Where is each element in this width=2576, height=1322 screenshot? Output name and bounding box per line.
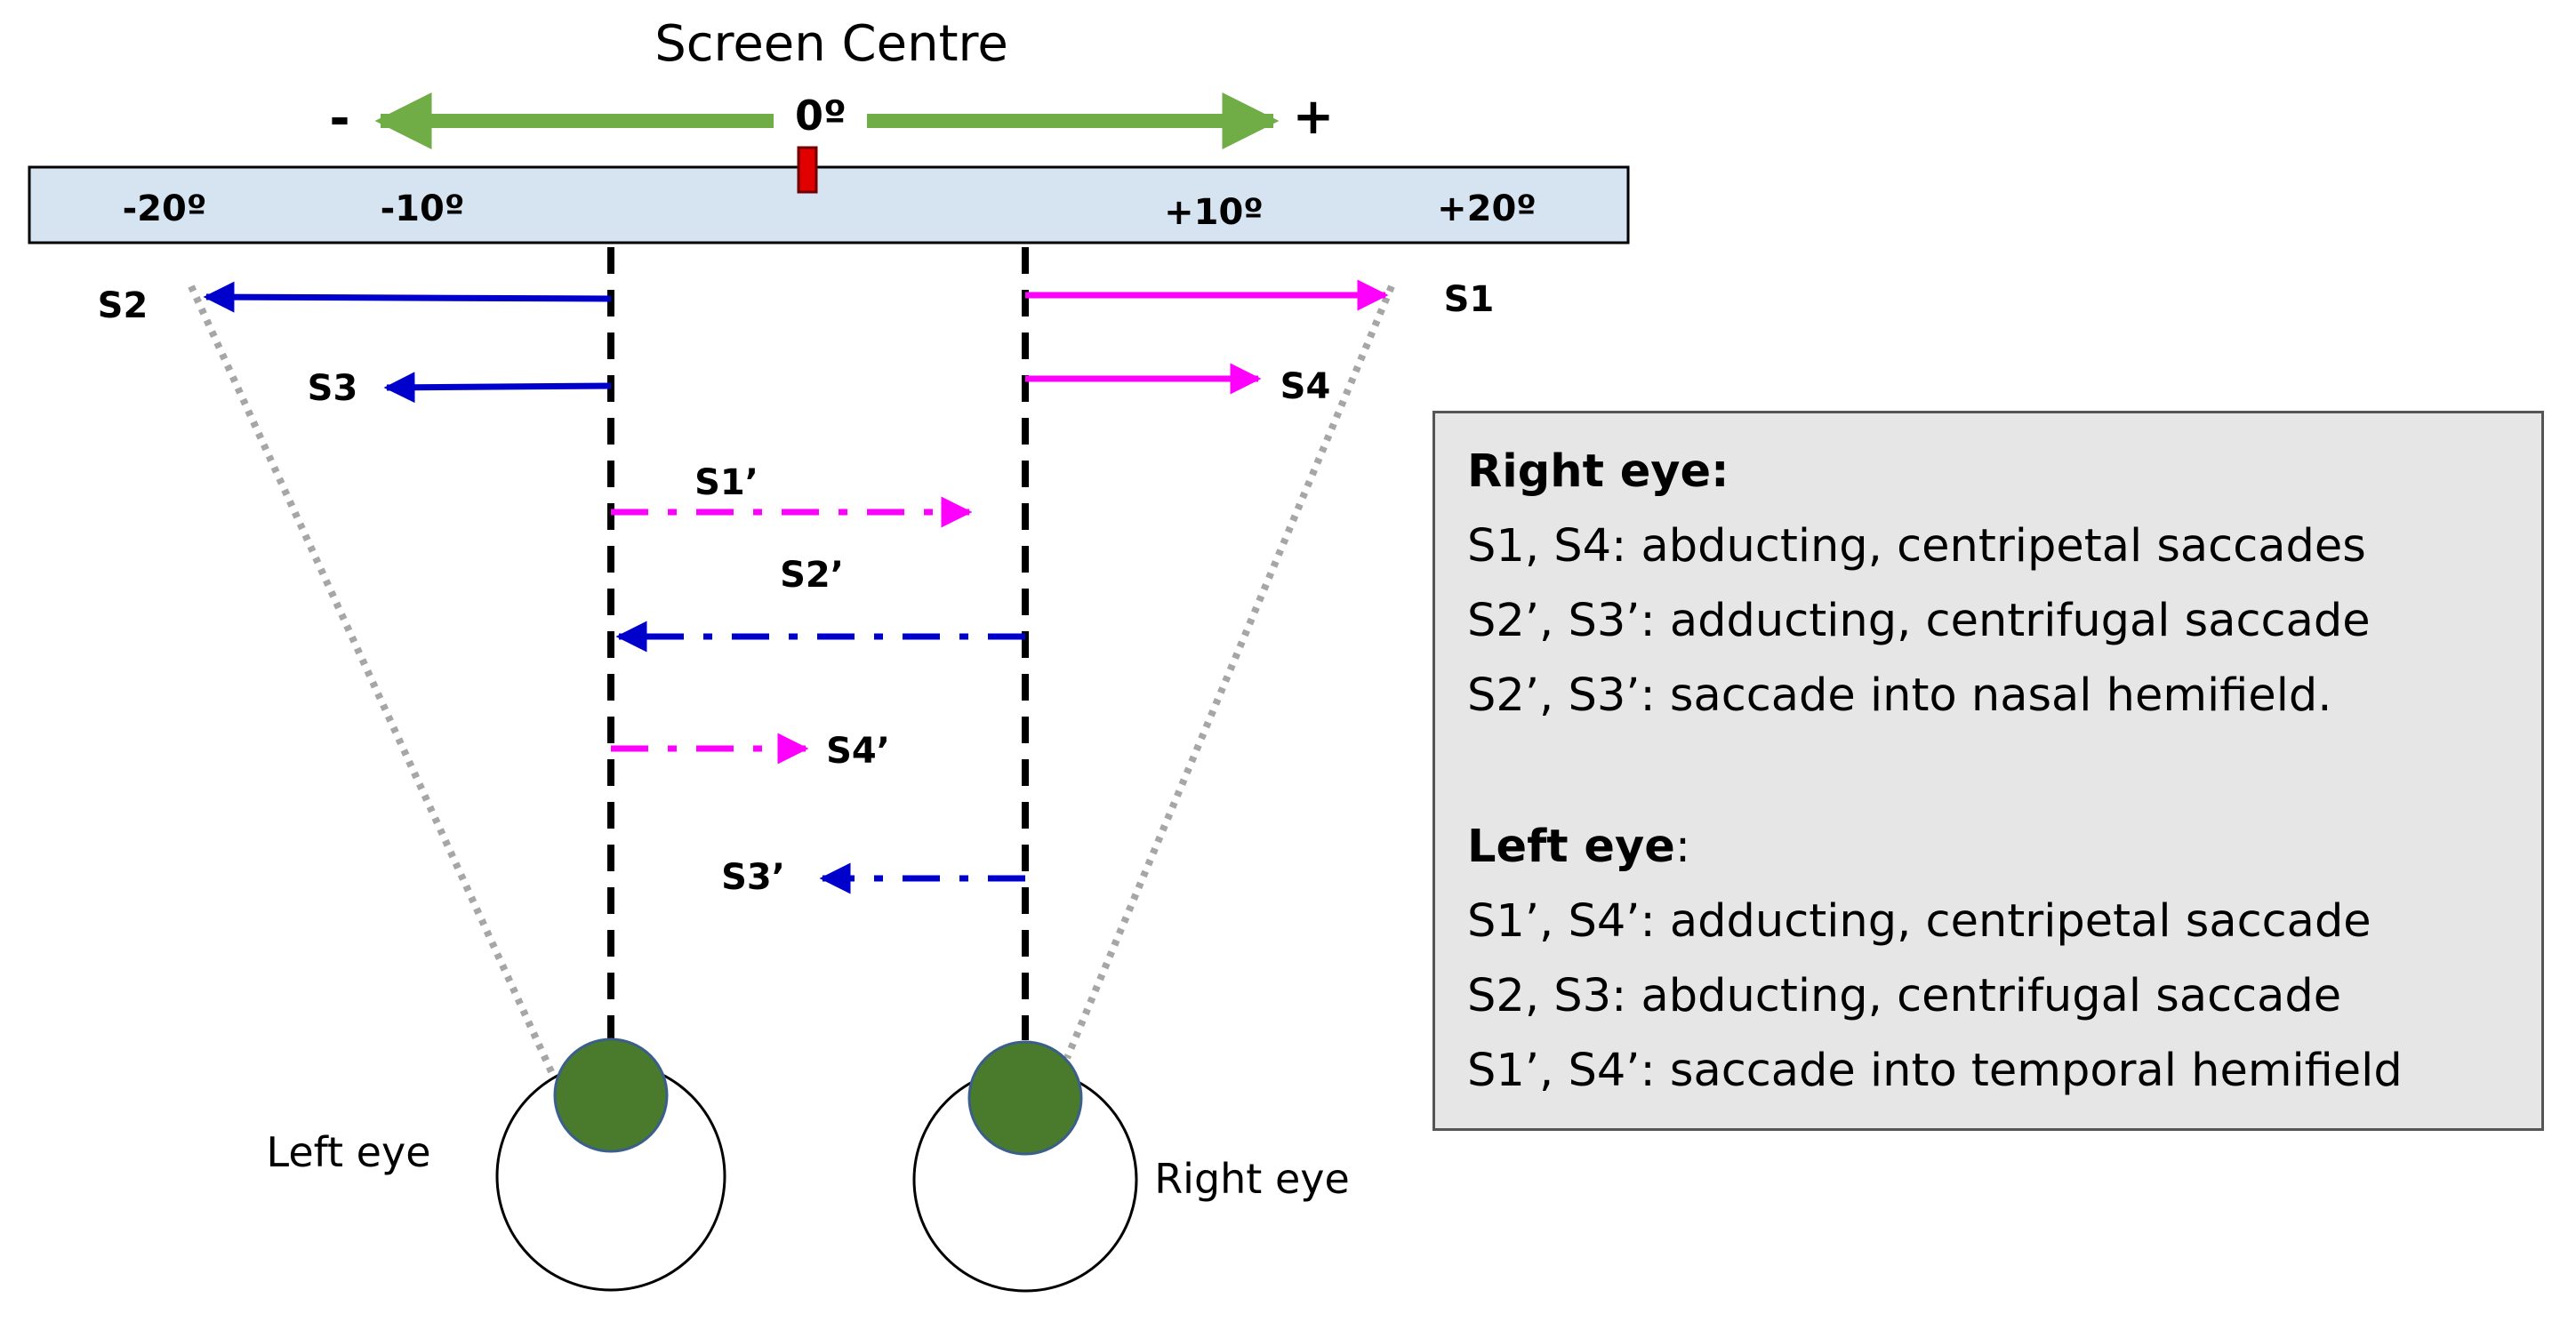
saccade-s2p-label: S2’	[780, 555, 844, 596]
left-eye-line-1: S1’, S4’: adducting, centripetal saccade	[1467, 895, 2371, 948]
right-eye-line-3: S2’, S3’: saccade into nasal hemifield.	[1467, 669, 2332, 722]
right-eye-heading: Right eye:	[1467, 445, 1729, 498]
right-field-boundary	[1063, 284, 1395, 1060]
right-eye-line-2: S2’, S3’: adducting, centrifugal saccade	[1467, 595, 2371, 647]
right-eye-line-1: S1, S4: abducting, centripetal saccades	[1467, 520, 2366, 573]
tick-label-neg10: -10º	[381, 188, 465, 229]
saccade-s3-label: S3	[308, 368, 358, 409]
left-eye-heading: Left eye	[1467, 821, 1675, 873]
screen-centre-title: Screen Centre	[654, 15, 1008, 73]
saccade-s3p-label: S3’	[721, 857, 785, 898]
left-pupil	[553, 1038, 669, 1153]
saccade-s3-arrow	[383, 372, 612, 404]
centre-marker	[797, 146, 818, 194]
right-pupil	[967, 1040, 1083, 1156]
left-eye-label: Left eye	[267, 1128, 431, 1176]
tick-label-pos20: +20º	[1437, 188, 1537, 229]
minus-sign: -	[329, 90, 349, 148]
screen-bar	[28, 165, 1630, 244]
left-field-boundary	[188, 284, 558, 1079]
left-eye-heading-colon: :	[1674, 821, 1691, 873]
saccade-s2-arrow	[203, 281, 612, 313]
saccade-s4-label: S4	[1280, 366, 1331, 407]
tick-label-pos10: +10º	[1164, 192, 1264, 233]
zero-degree-label: 0º	[795, 92, 847, 140]
saccade-s4p-label: S4’	[826, 731, 890, 772]
left-eye-line-3: S1’, S4’: saccade into temporal hemifiel…	[1467, 1045, 2403, 1097]
tick-label-neg20: -20º	[123, 188, 207, 229]
left-eye-line-2: S2, S3: abducting, centrifugal saccade	[1467, 970, 2342, 1022]
legend-info-box: Right eye: S1, S4: abducting, centripeta…	[1432, 411, 2544, 1131]
plus-sign: +	[1293, 88, 1335, 146]
info-spacer	[1467, 733, 2541, 810]
saccade-s1p-label: S1’	[694, 462, 758, 503]
saccade-s1-label: S1	[1444, 279, 1495, 320]
left-eye-heading-row: Left eye:	[1467, 810, 2541, 885]
saccade-s2-label: S2	[98, 285, 148, 326]
right-eye-label: Right eye	[1154, 1155, 1350, 1203]
